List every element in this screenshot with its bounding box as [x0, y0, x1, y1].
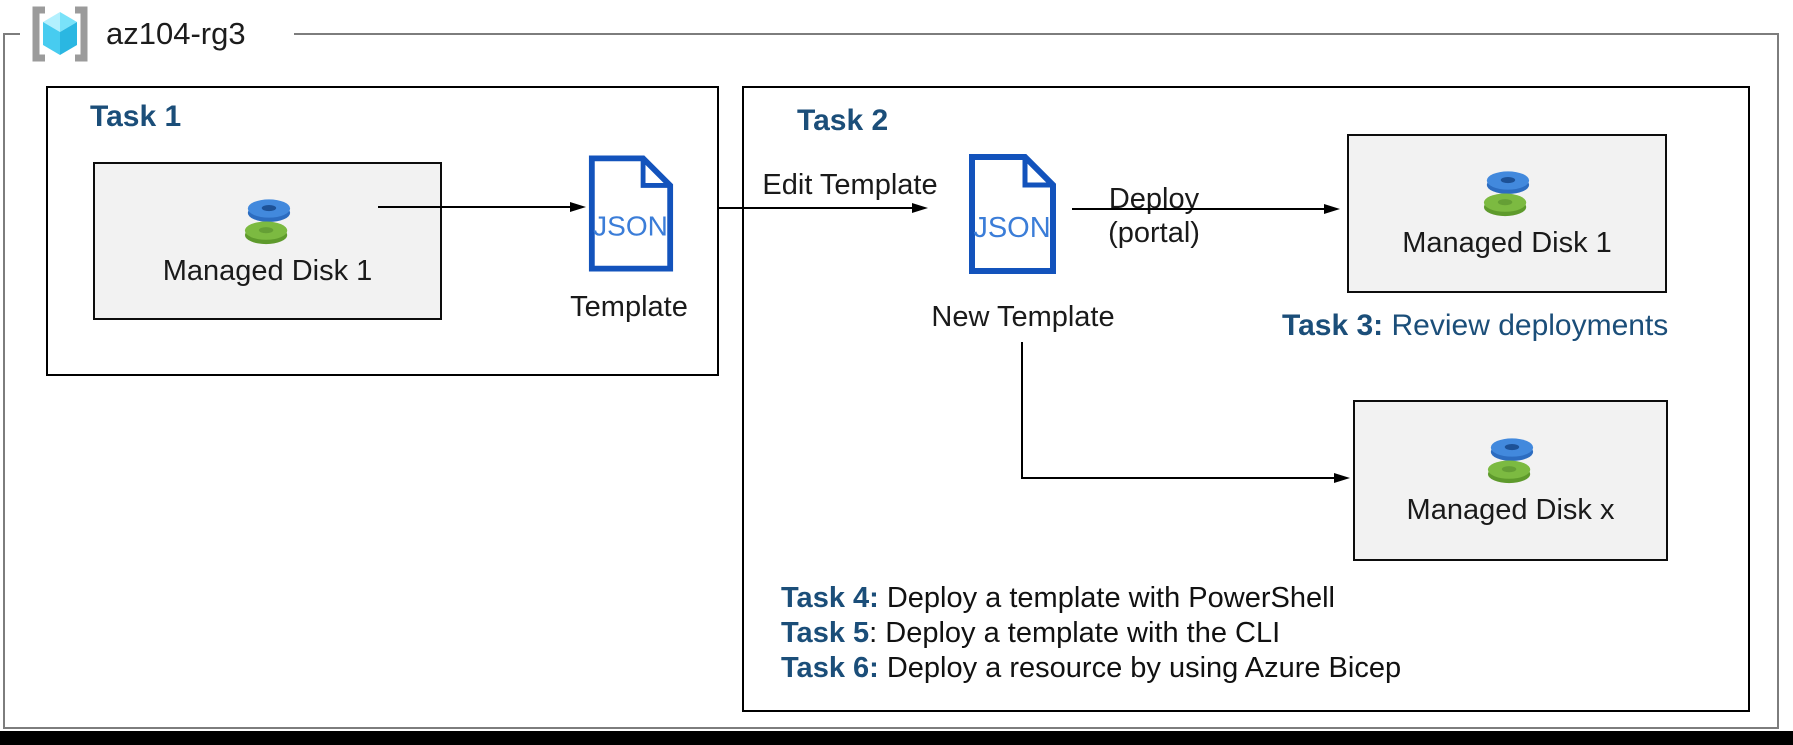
task4-text: Deploy a template with PowerShell — [878, 582, 1335, 614]
task1-managed-disk-box: Managed Disk 1 — [93, 162, 442, 320]
json-text: JSON — [973, 212, 1050, 244]
task2-managed-diskx-box: Managed Disk x — [1353, 400, 1668, 561]
task3-prefix: Task 3: — [1282, 309, 1384, 342]
managed-disk-1-label: Managed Disk 1 — [162, 254, 373, 287]
arrow-deploy-portal — [1072, 208, 1324, 210]
deploy-portal-sublabel: (portal) — [1108, 217, 1200, 249]
elbow-connector-horizontal — [1021, 477, 1334, 479]
task6-text: Deploy a resource by using Azure Bicep — [878, 652, 1402, 684]
task4-prefix: Task 4: — [781, 582, 879, 614]
managed-disk-icon — [1483, 171, 1530, 217]
task1-title: Task 1 — [90, 100, 182, 133]
arrow-head-disk-to-template — [570, 202, 586, 212]
template-label: Template — [570, 291, 688, 323]
task2-managed-disk1-box: Managed Disk 1 — [1347, 134, 1667, 293]
task3-caption: Task 3: Review deployments — [1282, 309, 1668, 343]
task6-line: Task 6: Deploy a resource by using Azure… — [781, 651, 1401, 686]
managed-disk-icon — [244, 198, 290, 244]
bottom-black-bar — [0, 731, 1793, 745]
task2-title: Task 2 — [797, 104, 889, 137]
arrow-head-to-disk-x — [1334, 473, 1350, 483]
resource-group-name: az104-rg3 — [106, 16, 246, 51]
task-list: Task 4: Deploy a template with PowerShel… — [781, 581, 1401, 686]
task4-line: Task 4: Deploy a template with PowerShel… — [781, 581, 1401, 616]
deploy-label: Deploy — [1108, 183, 1200, 215]
arrow-head-deploy-portal — [1324, 204, 1340, 214]
json-file-icon-template: JSON — [588, 155, 674, 272]
json-file-icon-new-template: JSON — [969, 154, 1056, 274]
arrow-edit-template — [719, 207, 912, 209]
managed-disk-1-deployed-label: Managed Disk 1 — [1402, 227, 1612, 259]
arrow-head-edit-template — [912, 203, 928, 213]
task6-prefix: Task 6: — [781, 652, 879, 684]
arrow-disk-to-template — [378, 206, 572, 208]
new-template-label: New Template — [931, 301, 1115, 333]
task5-prefix: Task 5 — [781, 617, 870, 649]
elbow-connector-vertical — [1021, 342, 1023, 479]
resource-group-boundary — [3, 33, 1779, 729]
edit-template-label: Edit Template — [762, 169, 938, 201]
resource-group-icon — [32, 6, 88, 62]
task3-text: Review deployments — [1383, 309, 1669, 342]
managed-disk-x-label: Managed Disk x — [1406, 494, 1615, 526]
task5-text: : Deploy a template with the CLI — [869, 617, 1281, 649]
json-text: JSON — [593, 211, 668, 242]
managed-disk-icon — [1487, 438, 1533, 484]
task5-line: Task 5: Deploy a template with the CLI — [781, 616, 1401, 651]
resource-group-label-gap — [20, 26, 294, 42]
